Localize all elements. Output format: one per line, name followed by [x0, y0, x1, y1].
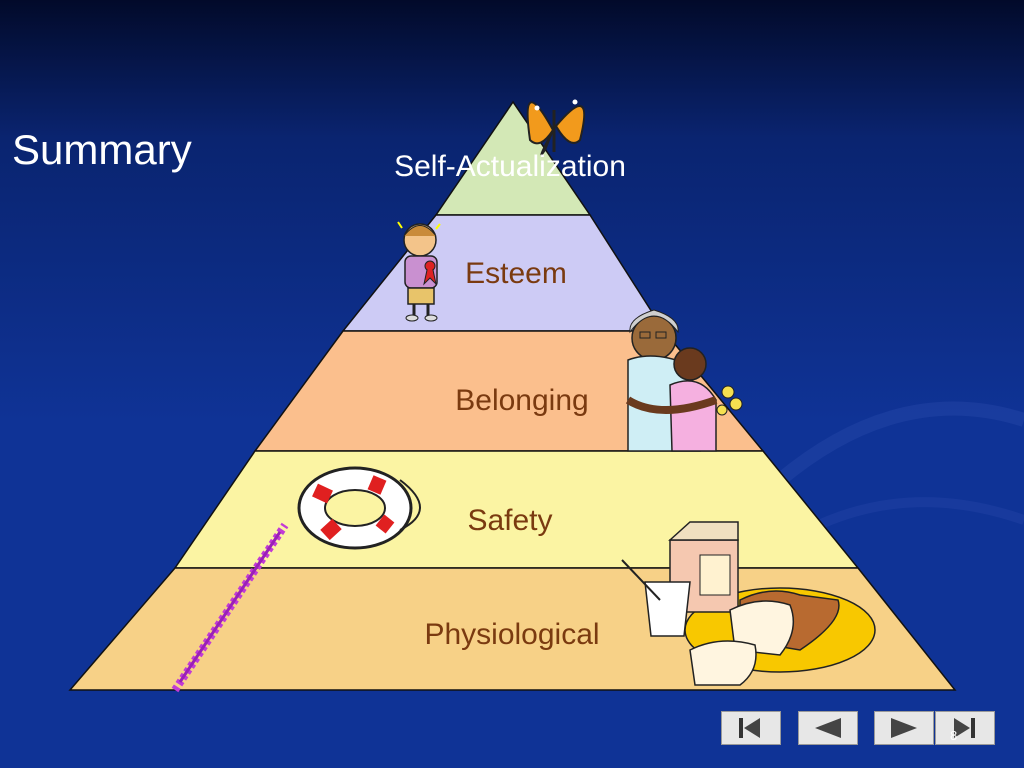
girl-with-ribbon-icon [397, 221, 441, 322]
butterfly-icon [526, 99, 586, 156]
milk-and-bread-icon [621, 521, 876, 686]
level-label-self-actualization: Self-Actualization [394, 150, 626, 183]
level-label-physiological: Physiological [424, 618, 599, 651]
next-slide-button[interactable] [874, 711, 934, 745]
slide-title: Summary [12, 126, 192, 173]
lavender-sprig-icon [171, 522, 289, 693]
level-label-belonging: Belonging [455, 384, 588, 417]
last-slide-button[interactable] [935, 711, 995, 745]
arrow-right-icon [891, 718, 917, 738]
arrow-left-icon [815, 718, 841, 738]
life-ring-icon [297, 466, 421, 550]
level-label-safety: Safety [467, 504, 552, 537]
first-slide-button[interactable] [721, 711, 781, 745]
grandmother-hugging-child-icon [625, 309, 743, 452]
previous-slide-button[interactable] [798, 711, 858, 745]
slide-number: 8 [950, 728, 958, 743]
skip-forward-icon [954, 718, 975, 738]
skip-back-icon [739, 718, 760, 738]
level-label-esteem: Esteem [465, 257, 567, 290]
